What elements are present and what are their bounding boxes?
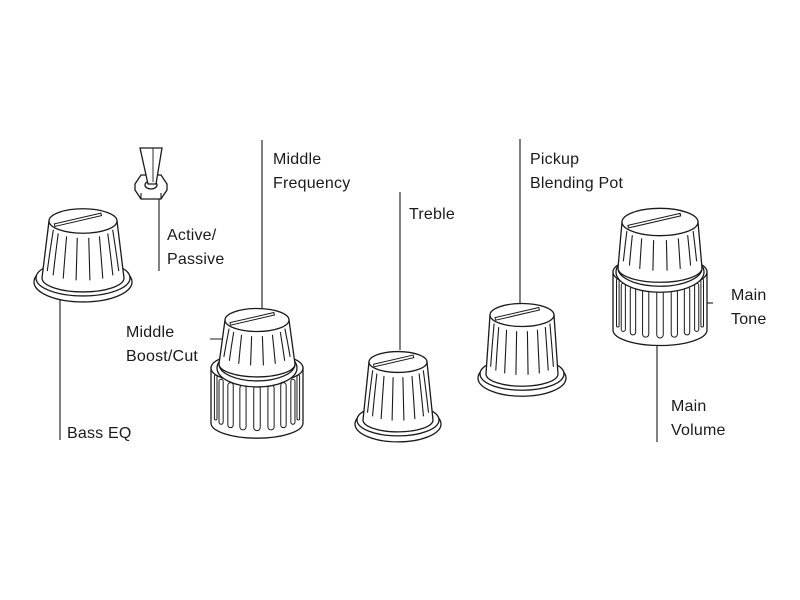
leader-lines bbox=[59, 139, 713, 442]
label-main-tone: Main Tone bbox=[731, 287, 767, 328]
label-treble: Treble bbox=[409, 206, 455, 223]
knob-single-icon bbox=[354, 350, 442, 443]
bass-eq-knob bbox=[33, 208, 133, 303]
label-main-volume: Main Volume bbox=[671, 398, 726, 439]
pickup-blend-knob bbox=[477, 302, 567, 397]
knob-stacked-icon bbox=[210, 307, 304, 439]
components bbox=[33, 147, 708, 443]
label-middle-boost-cut: Middle Boost/Cut bbox=[126, 324, 199, 365]
knob-stacked-icon bbox=[612, 207, 708, 347]
knob-single-icon bbox=[33, 208, 133, 303]
label-middle-frequency: Middle Frequency bbox=[273, 151, 351, 192]
toggle-switch-icon bbox=[134, 147, 168, 200]
label-bass-eq: Bass EQ bbox=[67, 425, 132, 442]
label-pickup-blending-pot: Pickup Blending Pot bbox=[530, 151, 624, 192]
middle-stacked-knob bbox=[210, 307, 304, 439]
label-active-passive: Active/ Passive bbox=[167, 227, 225, 268]
active-passive-switch bbox=[134, 147, 168, 200]
treble-knob bbox=[354, 350, 442, 443]
main-stacked-knob bbox=[612, 207, 708, 347]
knob-single-icon bbox=[477, 302, 567, 397]
